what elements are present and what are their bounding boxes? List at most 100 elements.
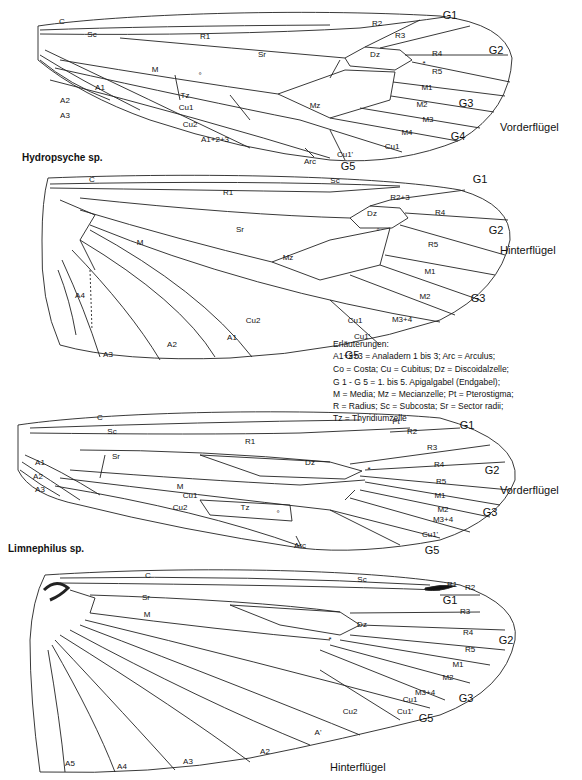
wing-base <box>44 583 68 600</box>
vein-label: R1 <box>200 33 210 41</box>
vein-label: A1 <box>35 459 45 467</box>
vein-label: M3+4 <box>433 516 453 524</box>
wing-vein <box>80 210 272 262</box>
fork-label: G4 <box>451 131 466 142</box>
vein-label: R3 <box>427 444 437 452</box>
vein-label: C <box>97 414 103 422</box>
vein-label: ° <box>198 72 201 80</box>
vein-label: R5 <box>465 646 475 654</box>
wing-vein <box>70 590 95 613</box>
fork-label: G1 <box>443 595 458 606</box>
vein-label: R3 <box>395 32 405 40</box>
vein-label: A2 <box>33 473 43 481</box>
fork-label: G1 <box>443 10 458 21</box>
vein-label: Dz <box>305 459 315 467</box>
vein-label: M1 <box>421 84 432 92</box>
vein-label: M3+4 <box>392 316 412 324</box>
vein-label: C <box>89 176 95 184</box>
vein-label: Pt <box>392 418 400 426</box>
vein-label: M1 <box>434 492 445 500</box>
wing-cell <box>200 500 292 521</box>
wing-name: Hinterflügel <box>500 245 556 256</box>
vein-label: R2 <box>465 584 475 592</box>
vein-label: A3 <box>103 351 113 359</box>
vein-label: M2 <box>416 101 427 109</box>
vein-label: A3 <box>183 758 193 766</box>
fork-label: G2 <box>489 225 504 236</box>
wing-vein <box>60 60 278 94</box>
wing-vein <box>120 38 345 58</box>
vein-label: A2 <box>260 748 270 756</box>
species-name: Limnephilus sp. <box>8 544 84 554</box>
vein-label: Cu1 <box>183 492 198 500</box>
vein-label: M3+4 <box>415 689 435 697</box>
wing-vein <box>40 17 445 34</box>
vein-label: Tz <box>241 504 250 512</box>
vein-label: C <box>59 18 65 26</box>
wing-vein <box>40 50 250 148</box>
vein-label: M3 <box>422 116 433 124</box>
wing-outline <box>18 412 515 550</box>
wing-vein <box>175 60 340 157</box>
vein-label: Cu1 <box>385 143 400 151</box>
vein-label: A' <box>315 729 322 737</box>
vein-label: Cu2 <box>343 708 358 716</box>
wing-vein <box>350 612 505 650</box>
vein-label: Cu1' <box>337 151 353 159</box>
vein-label: Sr <box>112 453 120 461</box>
vein-label: A1+2+3 <box>201 136 229 144</box>
vein-label: ° <box>276 510 279 518</box>
wing-name: Hinterflügel <box>330 762 386 773</box>
vein-label: Sr <box>142 594 150 602</box>
vein-label: Cu2 <box>246 317 261 325</box>
wing-vein <box>80 620 430 735</box>
wing-outline <box>38 12 512 160</box>
wing-cell <box>350 206 408 228</box>
vein-label: R4 <box>434 461 444 469</box>
wing-vein <box>350 255 495 315</box>
vein-label: M1 <box>424 268 435 276</box>
vein-label: A1 <box>95 84 105 92</box>
vein-label: Cu1 <box>348 317 363 325</box>
vein-label: R1 <box>245 438 255 446</box>
legend-note: R = Radius; Sc = Subcosta; Sr = Sector r… <box>333 402 503 411</box>
vein-label: A3 <box>60 112 70 120</box>
species-name: Hydropsyche sp. <box>22 153 103 163</box>
wing-vein <box>100 455 355 548</box>
vein-label: Sc <box>87 31 96 39</box>
vein-label: R2+3 <box>390 194 409 202</box>
legend-note: A1+2+3 = Analadern 1 bis 3; Arc = Arculu… <box>333 352 495 361</box>
forewing-hydropsyche <box>38 12 512 160</box>
vein-label: Sc <box>357 576 366 584</box>
vein-label: M <box>144 611 151 619</box>
fork-label: G2 <box>489 45 504 56</box>
vein-label: R5 <box>432 68 442 76</box>
wing-vein <box>60 200 95 270</box>
vein-label: M2 <box>437 506 448 514</box>
vein-label: Sc <box>330 177 339 185</box>
hindwing-hydropsyche <box>42 175 510 360</box>
vein-label: Dz <box>357 621 367 629</box>
vein-label: M <box>152 66 159 74</box>
vein-label: R4 <box>432 50 442 58</box>
wing-vein <box>20 455 100 500</box>
wing-cell <box>345 47 412 70</box>
vein-label: Arc <box>294 542 306 550</box>
hindwing-limnephilus <box>30 570 515 773</box>
fork-label: G5 <box>419 713 434 724</box>
wing-vein <box>58 230 252 360</box>
fork-label: G1 <box>473 174 488 185</box>
vein-label: Cu1 <box>179 104 194 112</box>
fork-label: G3 <box>471 293 486 304</box>
legend-note: Erläuterungen: <box>333 340 389 349</box>
vein-label: Dz <box>370 51 380 59</box>
legend-note: G 1 - G 5 = 1. bis 5. Apigalgabel (Endga… <box>333 378 500 387</box>
vein-label: Sr <box>236 226 244 234</box>
wing-vein <box>40 25 330 30</box>
vein-label: A2 <box>60 97 70 105</box>
vein-label: Sc <box>107 428 116 436</box>
fork-label: G5 <box>341 161 356 172</box>
vein-label: * <box>328 636 331 644</box>
